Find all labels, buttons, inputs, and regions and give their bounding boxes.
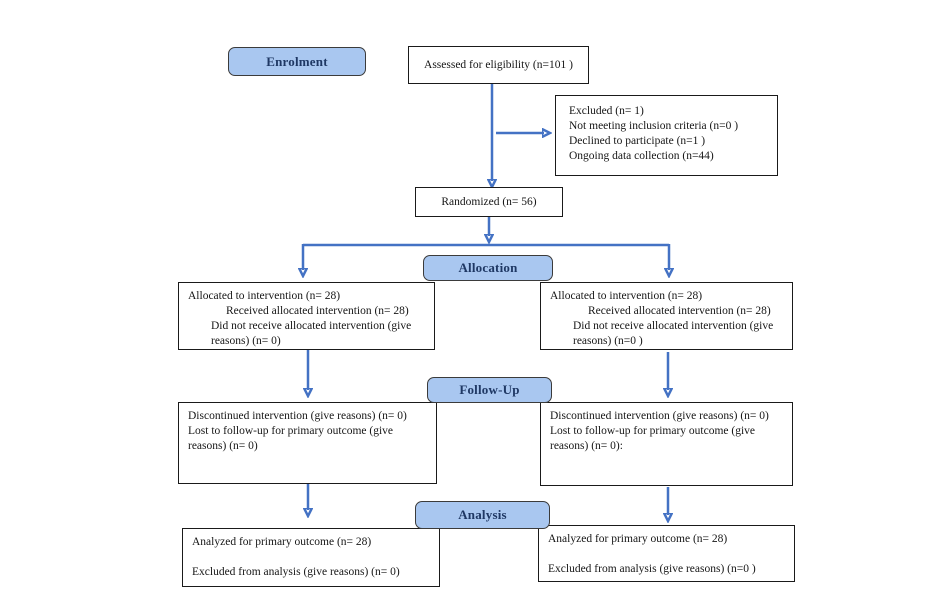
allocation-line: Allocated to intervention (n= 28): [188, 290, 341, 302]
assessed-eligibility-text: Assessed for eligibility (n=101 ): [424, 58, 573, 71]
followup-line: Lost to follow-up for primary outcome (g…: [550, 425, 756, 437]
excluded-box: Excluded (n= 1) Not meeting inclusion cr…: [555, 95, 778, 176]
excluded-line: Not meeting inclusion criteria (n=0 ): [569, 120, 739, 132]
stage-label-follow-up: Follow-Up: [427, 377, 552, 403]
assessed-eligibility-box: Assessed for eligibility (n=101 ): [408, 46, 589, 84]
allocation-right-box: Allocated to intervention (n= 28) Receiv…: [540, 282, 793, 350]
allocation-line: Allocated to intervention (n= 28): [550, 290, 703, 302]
analysis-line: Analyzed for primary outcome (n= 28): [548, 533, 728, 545]
randomized-box: Randomized (n= 56): [415, 187, 563, 217]
excluded-line: Ongoing data collection (n=44): [569, 150, 714, 162]
allocation-line: reasons) (n= 0): [211, 335, 281, 347]
allocation-line: Received allocated intervention (n= 28): [226, 305, 409, 317]
randomized-text: Randomized (n= 56): [441, 195, 537, 208]
allocation-line: Did not receive allocated intervention (…: [211, 320, 412, 332]
excluded-line: Excluded (n= 1): [569, 105, 644, 117]
followup-line: Discontinued intervention (give reasons)…: [188, 410, 407, 422]
allocation-line: reasons) (n=0 ): [573, 335, 643, 347]
analysis-left-box: Analyzed for primary outcome (n= 28) Exc…: [182, 528, 440, 587]
followup-left-box: Discontinued intervention (give reasons)…: [178, 402, 437, 484]
analysis-right-box: Analyzed for primary outcome (n= 28) Exc…: [538, 525, 795, 582]
stage-label-analysis: Analysis: [415, 501, 550, 529]
allocation-line: Did not receive allocated intervention (…: [573, 320, 774, 332]
followup-line: reasons) (n= 0): [188, 440, 258, 452]
analysis-line: Excluded from analysis (give reasons) (n…: [548, 563, 756, 575]
followup-line: reasons) (n= 0):: [550, 440, 623, 452]
stage-label-enrolment: Enrolment: [228, 47, 366, 76]
analysis-line: Excluded from analysis (give reasons) (n…: [192, 566, 400, 578]
allocation-line: Received allocated intervention (n= 28): [588, 305, 771, 317]
excluded-line: Declined to participate (n=1 ): [569, 135, 706, 147]
followup-line: Discontinued intervention (give reasons)…: [550, 410, 769, 422]
followup-right-box: Discontinued intervention (give reasons)…: [540, 402, 793, 486]
analysis-line: Analyzed for primary outcome (n= 28): [192, 536, 372, 548]
stage-label-allocation: Allocation: [423, 255, 553, 281]
allocation-left-box: Allocated to intervention (n= 28) Receiv…: [178, 282, 435, 350]
followup-line: Lost to follow-up for primary outcome (g…: [188, 425, 394, 437]
